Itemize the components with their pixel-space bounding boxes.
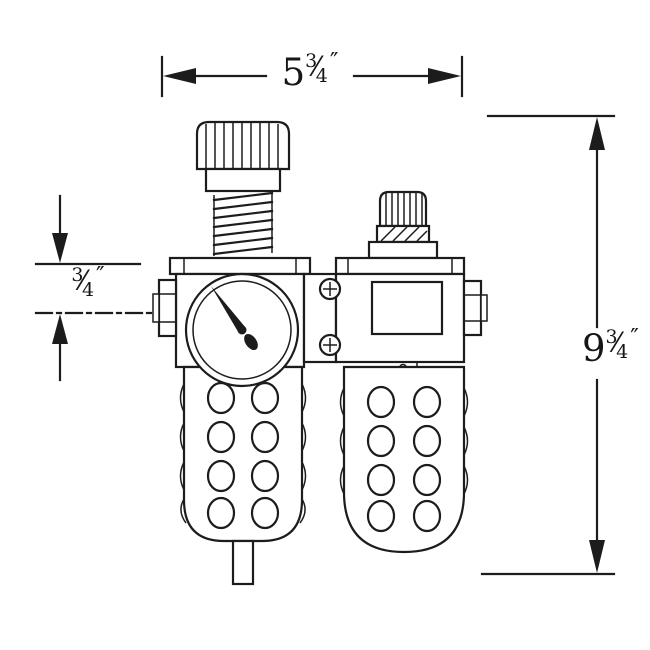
fraction-slash: ⁄ xyxy=(614,328,620,359)
lubricator-bowl xyxy=(339,365,469,554)
arrow-up-icon xyxy=(52,314,68,344)
regulator-adjusting-knob xyxy=(195,120,291,193)
mounting-screws xyxy=(318,277,342,357)
dimension-unit: ″ xyxy=(630,325,639,351)
arrow-down-icon xyxy=(52,233,68,263)
arrow-right-icon xyxy=(428,68,461,84)
lubricator-unit xyxy=(318,190,488,554)
dimension-unit: ″ xyxy=(96,263,105,289)
pressure-gauge xyxy=(184,272,300,388)
arrow-down-icon xyxy=(589,540,605,573)
regulator-flange xyxy=(168,256,312,276)
dimension-denominator: 4 xyxy=(315,65,328,87)
lubricator-knob xyxy=(367,190,439,260)
drain-plug xyxy=(231,539,255,586)
regulator-spring xyxy=(212,191,274,256)
filter-bowl xyxy=(179,365,307,543)
arrow-up-icon xyxy=(589,117,605,150)
regulator-unit xyxy=(152,120,338,586)
gauge-needle xyxy=(211,286,246,333)
right-outlet-port xyxy=(462,279,488,337)
fraction-slash: ⁄ xyxy=(80,266,85,297)
arrow-left-icon xyxy=(163,68,196,84)
left-inlet-port xyxy=(152,278,178,338)
dimension-denominator: 4 xyxy=(81,279,95,301)
dimension-numerator: 3 xyxy=(605,326,618,348)
port-offset-dimension xyxy=(34,194,164,382)
height-dimension xyxy=(480,114,616,576)
dimension-numerator: 3 xyxy=(71,264,84,286)
gauge-hub xyxy=(237,325,247,335)
lubricator-body xyxy=(334,256,466,374)
dimension-unit: ″ xyxy=(329,49,339,75)
dimension-denominator: 4 xyxy=(616,341,629,363)
gauge-counterweight xyxy=(244,333,258,351)
fraction-slash: ⁄ xyxy=(314,52,319,83)
dimension-whole: 9 xyxy=(582,327,606,370)
dimension-numerator: 3 xyxy=(305,50,318,72)
sight-window xyxy=(370,280,444,336)
width-dimension xyxy=(160,55,464,98)
dimension-whole: 5 xyxy=(281,51,306,94)
port-offset-dimension-label: 3⁄4″ xyxy=(71,263,105,300)
